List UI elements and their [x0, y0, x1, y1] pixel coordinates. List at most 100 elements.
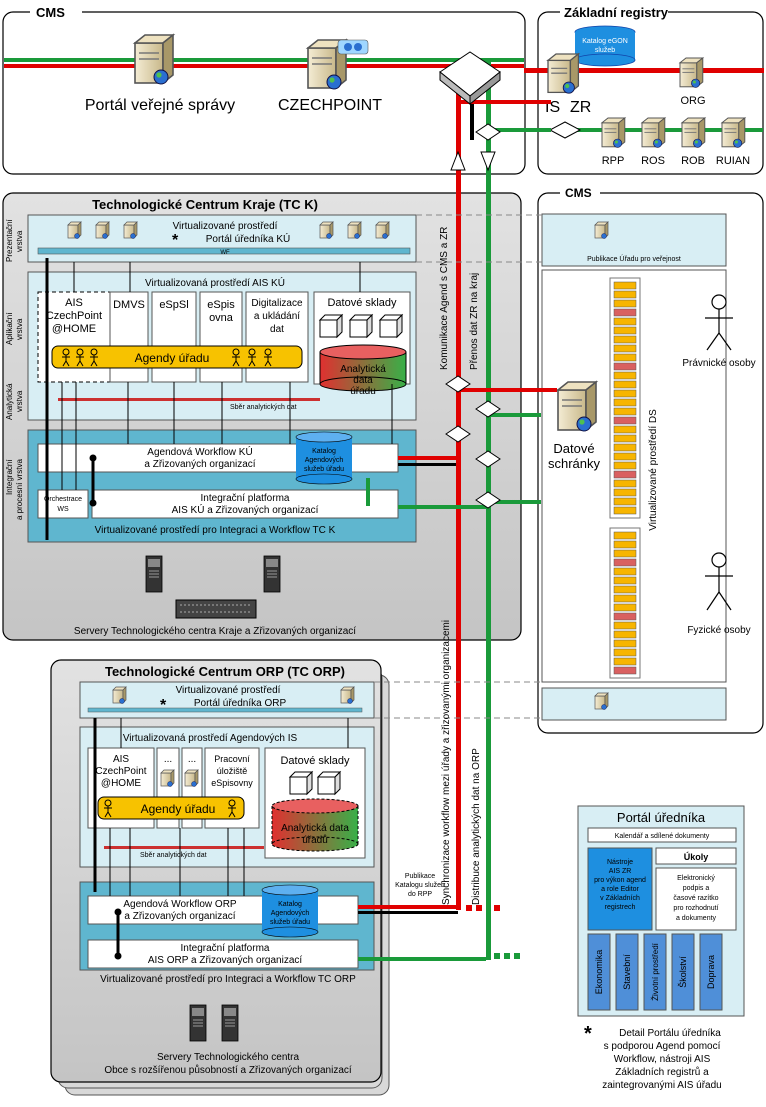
anal-data-l1: Analytická — [340, 364, 386, 375]
torp-arrows — [93, 718, 349, 896]
torp-virt-ais: Virtualizovaná prostředí Agendových IS — [123, 733, 298, 744]
ds-cell — [613, 639, 637, 648]
pravnicke-label: Právnické osoby — [682, 358, 755, 369]
tck-katalog-l1: Katalog — [312, 448, 336, 455]
ros-label: ROS — [641, 155, 665, 167]
col-skolstvi-label: Školství — [678, 956, 688, 988]
ds-cell — [613, 389, 637, 398]
torp-prac-l3: eSpisovny — [211, 778, 253, 788]
col-skolstvi — [671, 933, 695, 1011]
torp-black-connector — [114, 908, 122, 960]
col-doprava-label: Doprava — [706, 955, 716, 989]
ds-cell — [613, 621, 637, 630]
tck-virt-ais: Virtualizovaná prostředí AIS KÚ — [145, 276, 285, 289]
ds-cell — [613, 531, 637, 540]
torp-panel: Technologické Centrum ORP (TC ORP) — [50, 659, 390, 1096]
ds-cell — [613, 398, 637, 407]
apl-vrstva-l2: vrstva — [15, 318, 24, 340]
cube-1-icon — [319, 314, 343, 338]
ds-cell — [613, 299, 637, 308]
ais-l3: @HOME — [52, 323, 96, 335]
cms-right-title: CMS — [565, 186, 592, 200]
cube-2-icon — [349, 314, 373, 338]
switch-7-icon — [475, 491, 501, 509]
elektr-box — [655, 867, 737, 931]
ds-cell — [613, 290, 637, 299]
org-server-icon — [679, 57, 704, 89]
wf-ku-l1: Agendová Workflow KÚ — [147, 445, 252, 458]
zr-green-line — [575, 128, 763, 132]
col-zivotni — [643, 933, 667, 1011]
tck-title: Technologické Centrum Kraje (TC K) — [92, 197, 318, 212]
ds-cell — [613, 648, 637, 657]
torp-prez-server-1-icon — [112, 686, 127, 704]
prez-server-4-icon — [319, 221, 334, 239]
anal-data-l2: data — [353, 375, 373, 386]
col-stavebni-label: Stavební — [622, 954, 632, 990]
torp-anal-l2: úřadů — [302, 834, 328, 846]
ds-cell — [613, 612, 637, 621]
tck-agendy-bar: Agendy úřadu — [51, 345, 303, 369]
digit-l3: dat — [270, 324, 284, 335]
fyzicke-label: Fyzické osoby — [687, 625, 750, 636]
orch-l2: WS — [57, 506, 69, 513]
torp-prac-l2: úložiště — [217, 766, 248, 776]
ds-cell — [613, 603, 637, 612]
torp-cube-2-icon — [317, 771, 341, 795]
pravnicke-person-icon — [705, 294, 733, 351]
trunk-end-marks — [466, 905, 520, 959]
rob-label: ROB — [681, 155, 705, 167]
torp-katalog-l2: Agendových — [271, 910, 310, 917]
cms-right-bottom-box — [541, 687, 727, 721]
footnote-star: * — [584, 1023, 592, 1045]
torp-analytics-cylinder: Analytická data úřadů — [271, 798, 359, 852]
torp-title: Technologické Centrum ORP (TC ORP) — [105, 664, 345, 679]
ukoly-box — [655, 847, 737, 865]
torp-cube-1-icon — [289, 771, 313, 795]
prez-server-2-icon — [95, 221, 110, 239]
torp-ais-l1: AIS — [113, 754, 129, 765]
ds-cell — [613, 470, 637, 479]
integ-vrstva-l2: a procesní vrstva — [15, 459, 24, 520]
ais-l2: CzechPoint — [46, 310, 102, 322]
ruian-label: RUIAN — [716, 155, 750, 167]
ds-cell — [613, 567, 637, 576]
torp-dots-server-2-icon — [184, 769, 199, 787]
arrow-down-icon — [480, 151, 496, 172]
prez-vrstva-l2: vrstva — [15, 230, 24, 252]
anal-vrstva-l2: vrstva — [15, 390, 24, 412]
torp-ais-l3: @HOME — [101, 778, 141, 789]
footnote-l2: s podporou Agend pomocí — [604, 1041, 721, 1052]
col-stavebni — [615, 933, 639, 1011]
ds-stack-2-cells — [613, 531, 637, 675]
fyzicke-person-icon — [705, 552, 733, 611]
katalog-egon: Katalog eGON služeb — [574, 25, 636, 67]
datove-sklady-label: Datové sklady — [327, 297, 397, 309]
ds-cell — [613, 558, 637, 567]
wf-label: WF — [220, 250, 230, 256]
ds-stack-1-cells — [613, 281, 637, 515]
ukoly-label: Úkoly — [684, 851, 709, 862]
ds-cell — [613, 576, 637, 585]
nastroje-l1: Nástroje — [607, 859, 633, 866]
elektr-l3: časové razítko — [673, 895, 718, 902]
ds-cell — [613, 317, 637, 326]
switch-4-icon — [475, 400, 501, 418]
distribuce-label: Distribuce analytických dat na ORP — [471, 748, 482, 905]
ds-cell — [613, 443, 637, 452]
col-ekonomika-label: Ekonomika — [594, 950, 604, 995]
nastroje-l5: v Základních — [600, 895, 640, 902]
portal-title: Portál úředníka — [617, 810, 706, 825]
ds-cell — [613, 371, 637, 380]
anal-vrstva-l1: Analytická — [5, 383, 14, 420]
torp-prez-layer: Virtualizované prostředí Portál úředníka… — [79, 681, 375, 719]
espis-l1: eSpis — [207, 299, 235, 311]
tck-tower-1-icon — [145, 555, 163, 593]
torp-sber-label: Sběr analytických dat — [140, 852, 207, 859]
tck-katalog-l3: služeb úřadu — [304, 466, 344, 473]
prez-server-1-icon — [67, 221, 82, 239]
torp-servery-l1: Servery Technologického centra — [157, 1052, 300, 1063]
torp-prez-server-2-icon — [340, 686, 355, 704]
tck-virt-prez-l1: Virtualizované prostředí — [173, 221, 278, 232]
